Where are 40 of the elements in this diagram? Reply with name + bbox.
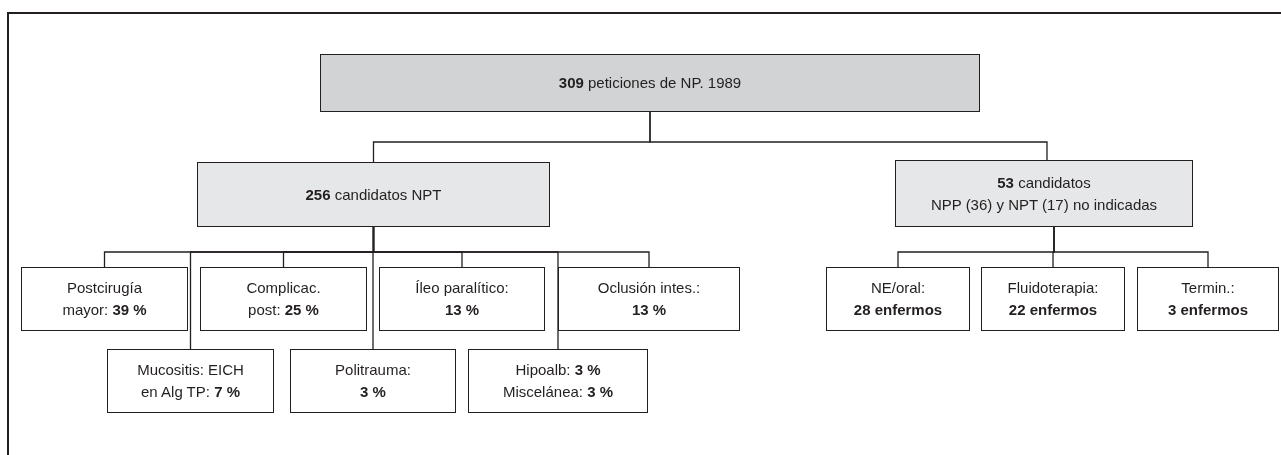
box-text: Termin.: [1181, 278, 1235, 298]
box-text: Mucositis: EICH [137, 360, 244, 380]
box-text: Oclusión intes.: [597, 278, 701, 298]
process-box [200, 267, 367, 331]
box-text: 13 % [444, 300, 480, 320]
box-text: Postcirugía [66, 278, 142, 298]
process-box [379, 267, 545, 331]
box-text: Complicac. [246, 278, 321, 298]
process-box [981, 267, 1125, 331]
box-text: Íleo paralítico: [415, 278, 509, 298]
process-box [107, 349, 274, 413]
process-box [1137, 267, 1279, 331]
box-text: en Alg TP: 7 % [141, 382, 240, 402]
connector-line [1053, 226, 1209, 268]
box-text: post: 25 % [248, 300, 319, 320]
box-text: Politrauma: [335, 360, 411, 380]
box-text: 3 enfermos [1167, 300, 1248, 320]
box-text: NPP (36) y NPT (17) no indicadas [930, 194, 1158, 215]
box-text: Hipoalb: 3 % [515, 360, 601, 380]
box-text: Miscelánea: 3 % [502, 382, 614, 402]
process-box [21, 267, 188, 331]
box-text: 256 candidatos NPT [305, 184, 442, 205]
connector-line [649, 111, 1048, 161]
box-text: NE/oral: [870, 278, 926, 298]
connector-line [372, 226, 650, 268]
box-text: 22 enfermos [1008, 300, 1098, 320]
box-text: Fluidoterapia: [1007, 278, 1099, 298]
process-box [197, 162, 550, 227]
box-text: 309 peticiones de NP. 1989 [558, 73, 742, 93]
box-text: 3 % [360, 382, 386, 402]
process-box [558, 267, 740, 331]
process-box [320, 54, 980, 112]
box-text: 53 candidatos [997, 172, 1091, 193]
box-text: 28 enfermos [853, 300, 943, 320]
process-box [290, 349, 456, 413]
process-box [826, 267, 970, 331]
process-box [468, 349, 648, 413]
box-text: 13 % [631, 300, 667, 320]
process-box [895, 160, 1193, 227]
box-text: mayor: 39 % [62, 300, 147, 320]
